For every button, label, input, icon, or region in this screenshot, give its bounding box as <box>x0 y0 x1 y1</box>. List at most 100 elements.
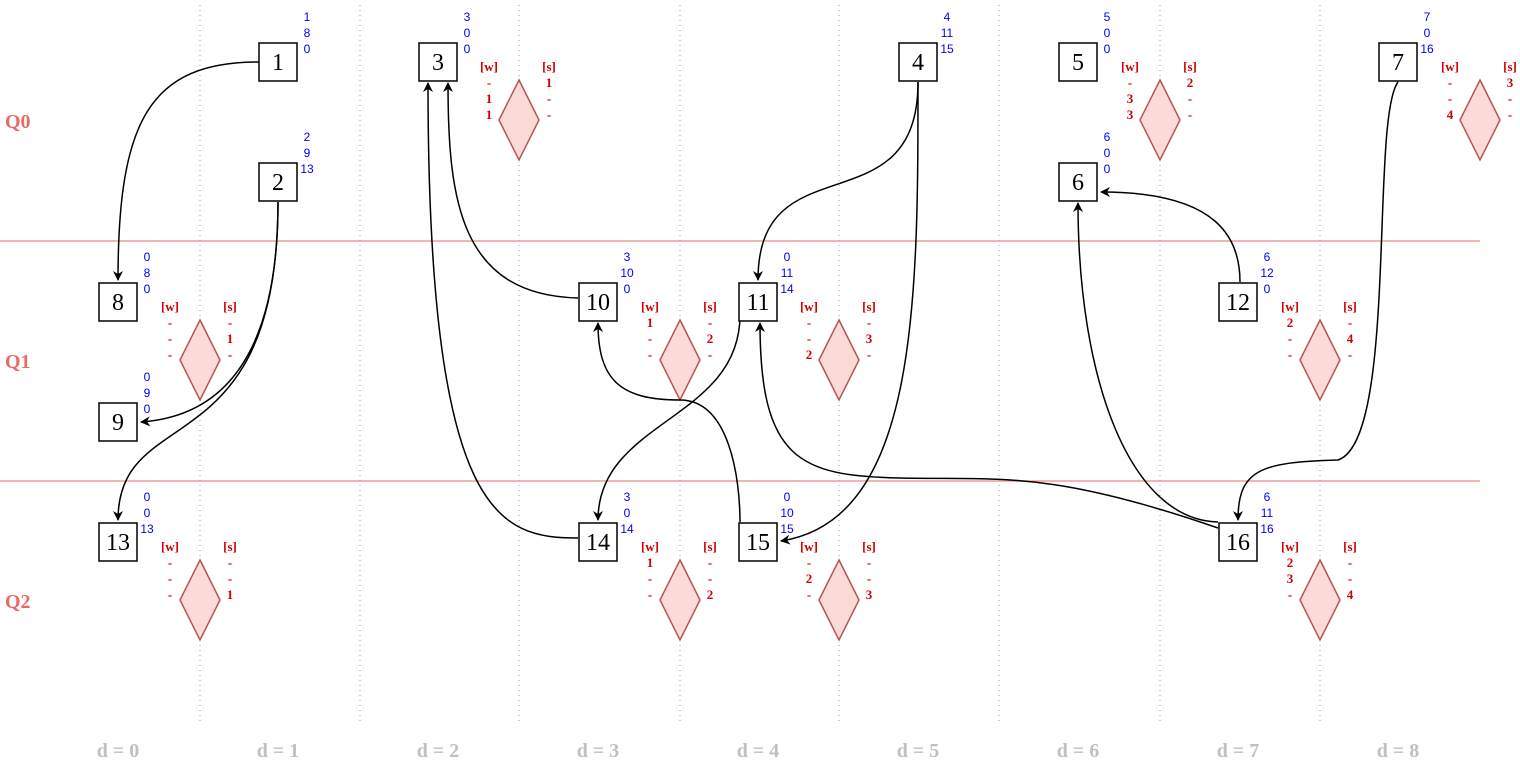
s-value: 2 <box>1187 75 1194 90</box>
depth-label-2: d = 2 <box>417 740 460 762</box>
ws-group: [w][s]1----2 <box>641 539 717 642</box>
s-value: - <box>1508 91 1512 106</box>
node-box <box>1218 522 1258 562</box>
node-meta-value: 8 <box>144 266 151 280</box>
w-header: [w] <box>161 299 179 314</box>
s-header: [s] <box>223 539 237 554</box>
w-value: 2 <box>806 347 813 362</box>
node-box <box>898 42 938 82</box>
s-value: 2 <box>707 331 714 346</box>
ws-group: [w][s]-111-- <box>480 59 556 162</box>
decision-diamond <box>659 558 701 642</box>
node-meta-value: 3 <box>464 10 471 24</box>
s-value: - <box>708 555 712 570</box>
w-header: [w] <box>1281 539 1299 554</box>
w-value: - <box>1288 347 1292 362</box>
node-meta-value: 0 <box>784 250 791 264</box>
s-value: - <box>228 315 232 330</box>
node-meta-value: 2 <box>304 130 311 144</box>
node-meta-value: 0 <box>1104 42 1111 56</box>
node-meta-value: 0 <box>144 506 151 520</box>
lane-label-q0: Q0 <box>5 111 31 133</box>
w-header: [w] <box>1281 299 1299 314</box>
s-value: - <box>1348 347 1352 362</box>
decision-diamond <box>1299 558 1341 642</box>
edge-10-to-3 <box>443 82 579 299</box>
node-id-label: 14 <box>586 530 610 556</box>
ws-group: [w][s]-332-- <box>1121 59 1197 162</box>
node-meta-value: 6 <box>1104 130 1111 144</box>
node-meta-value: 0 <box>144 402 151 416</box>
w-header: [w] <box>800 299 818 314</box>
w-header: [w] <box>641 299 659 314</box>
ws-group: [w][s]--2-3- <box>800 299 876 402</box>
w-value: - <box>648 571 652 586</box>
node-box <box>98 402 138 442</box>
edge-7-to-16 <box>1233 81 1399 521</box>
ws-group: [w][s]1---2- <box>641 299 717 402</box>
node-meta-value: 5 <box>1104 10 1111 24</box>
w-value: 4 <box>1447 107 1454 122</box>
s-value: - <box>1348 315 1352 330</box>
node-id-label: 6 <box>1072 170 1084 196</box>
node-meta-value: 0 <box>624 506 631 520</box>
w-value: 2 <box>1287 315 1294 330</box>
s-header: [s] <box>703 299 717 314</box>
s-value: - <box>1508 107 1512 122</box>
s-value: - <box>867 347 871 362</box>
edge-14-to-3 <box>423 82 579 539</box>
depth-label-4: d = 4 <box>737 740 780 762</box>
node-id-label: 10 <box>586 290 610 316</box>
ws-group: [w][s]----1- <box>161 299 237 402</box>
node-meta-value: 0 <box>784 490 791 504</box>
node-id-label: 5 <box>1072 50 1084 76</box>
s-value: - <box>708 347 712 362</box>
w-value: 1 <box>486 91 493 106</box>
node-id-label: 9 <box>112 410 124 436</box>
node-5: 5 5 0 0 <box>1058 10 1111 82</box>
node-meta-value: 16 <box>1420 42 1434 56</box>
w-header: [w] <box>161 539 179 554</box>
node-meta-value: 0 <box>304 42 311 56</box>
edge-12-to-6 <box>1100 187 1241 283</box>
node-meta-value: 0 <box>1104 146 1111 160</box>
node-box <box>578 282 618 322</box>
s-header: [s] <box>1183 59 1197 74</box>
s-value: 2 <box>707 587 714 602</box>
s-value: - <box>228 555 232 570</box>
node-meta-value: 0 <box>464 26 471 40</box>
node-meta-value: 15 <box>780 522 794 536</box>
decision-diamond <box>498 78 540 162</box>
w-value: 2 <box>806 571 813 586</box>
lane-label-q1: Q1 <box>5 351 31 373</box>
decision-diamond <box>179 558 221 642</box>
s-value: - <box>547 91 551 106</box>
node-meta-value: 0 <box>1104 26 1111 40</box>
s-value: 3 <box>1507 75 1514 90</box>
depth-labels: d = 0 d = 1 d = 2 d = 3 d = 4 d = 5 d = … <box>97 740 1420 762</box>
node-meta-value: 11 <box>941 26 954 40</box>
node-box <box>578 522 618 562</box>
depth-label-3: d = 3 <box>577 740 620 762</box>
w-header: [w] <box>641 539 659 554</box>
decision-diamond <box>818 318 860 402</box>
w-value: - <box>168 587 172 602</box>
node-meta-value: 16 <box>1260 522 1274 536</box>
depth-label-7: d = 7 <box>1217 740 1260 762</box>
edge-4-to-11 <box>753 81 919 281</box>
node-meta-value: 10 <box>780 506 794 520</box>
ws-group: [w][s]--43-- <box>1441 59 1517 162</box>
node-box <box>738 282 778 322</box>
node-meta-value: 14 <box>780 282 794 296</box>
node-meta-value: 14 <box>620 522 634 536</box>
ws-group: [w][s]-----1 <box>161 539 237 642</box>
w-value: 1 <box>486 107 493 122</box>
